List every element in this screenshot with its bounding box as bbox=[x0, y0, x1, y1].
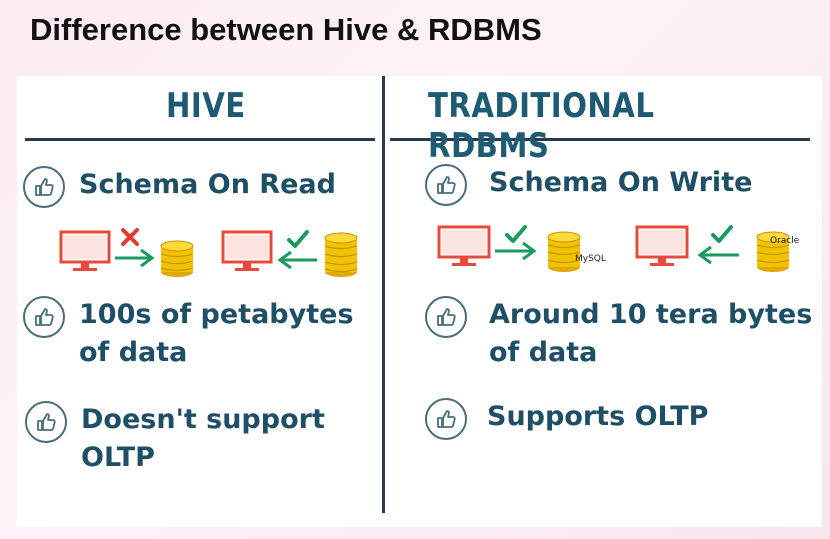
oracle-label: Oracle bbox=[770, 236, 800, 246]
monitor-icon bbox=[59, 230, 111, 271]
rdbms-row-oltp-text: Supports OLTP bbox=[487, 401, 709, 432]
hive-row-capacity: 100s of petabytes of data bbox=[23, 296, 354, 372]
comparison-panel: HIVE TRADITIONAL RDBMS Schema On Read 10… bbox=[17, 76, 822, 527]
column-divider bbox=[382, 76, 385, 513]
arrow-right-icon bbox=[495, 241, 537, 261]
mysql-label: MySQL bbox=[575, 254, 606, 264]
hive-row-oltp: Doesn't support OLTP bbox=[25, 401, 325, 477]
schema-on-read-illustration bbox=[59, 228, 358, 277]
database-icon bbox=[756, 231, 790, 272]
hive-row-capacity-text: 100s of petabytes of data bbox=[79, 299, 354, 368]
database-icon bbox=[324, 232, 358, 277]
rdbms-header-rule bbox=[390, 138, 810, 141]
hive-header-rule bbox=[25, 138, 375, 141]
rdbms-row-oltp: Supports OLTP bbox=[425, 398, 708, 440]
hive-row-schema: Schema On Read bbox=[23, 166, 336, 208]
thumbs-up-icon bbox=[25, 401, 67, 443]
thumbs-up-icon bbox=[23, 296, 65, 338]
arrow-left-icon bbox=[697, 245, 739, 265]
rdbms-row-capacity: Around 10 tera bytes of data bbox=[425, 296, 812, 372]
rdbms-row-capacity-text: Around 10 tera bytes of data bbox=[489, 299, 813, 368]
schema-on-write-illustration: MySQL Oracle bbox=[437, 225, 800, 272]
hive-row-oltp-text: Doesn't support OLTP bbox=[81, 404, 325, 473]
hive-heading: HIVE bbox=[166, 86, 246, 126]
rdbms-row-schema: Schema On Write bbox=[425, 164, 752, 206]
monitor-icon bbox=[635, 225, 689, 266]
rdbms-heading: TRADITIONAL RDBMS bbox=[428, 86, 655, 166]
thumbs-up-icon bbox=[425, 296, 467, 338]
monitor-icon bbox=[437, 225, 491, 266]
cross-icon bbox=[121, 228, 139, 246]
check-icon bbox=[711, 225, 733, 243]
slide-title: Difference between Hive & RDBMS bbox=[30, 12, 542, 47]
check-icon bbox=[287, 230, 309, 248]
database-icon bbox=[160, 240, 194, 277]
hive-row-schema-text: Schema On Read bbox=[79, 169, 336, 200]
arrow-left-icon bbox=[277, 250, 317, 270]
arrow-right-icon bbox=[115, 248, 155, 268]
database-icon bbox=[547, 231, 581, 272]
thumbs-up-icon bbox=[425, 398, 467, 440]
check-icon bbox=[505, 225, 527, 243]
thumbs-up-icon bbox=[23, 166, 65, 208]
rdbms-row-schema-text: Schema On Write bbox=[489, 167, 753, 198]
monitor-icon bbox=[221, 230, 273, 271]
thumbs-up-icon bbox=[425, 164, 467, 206]
